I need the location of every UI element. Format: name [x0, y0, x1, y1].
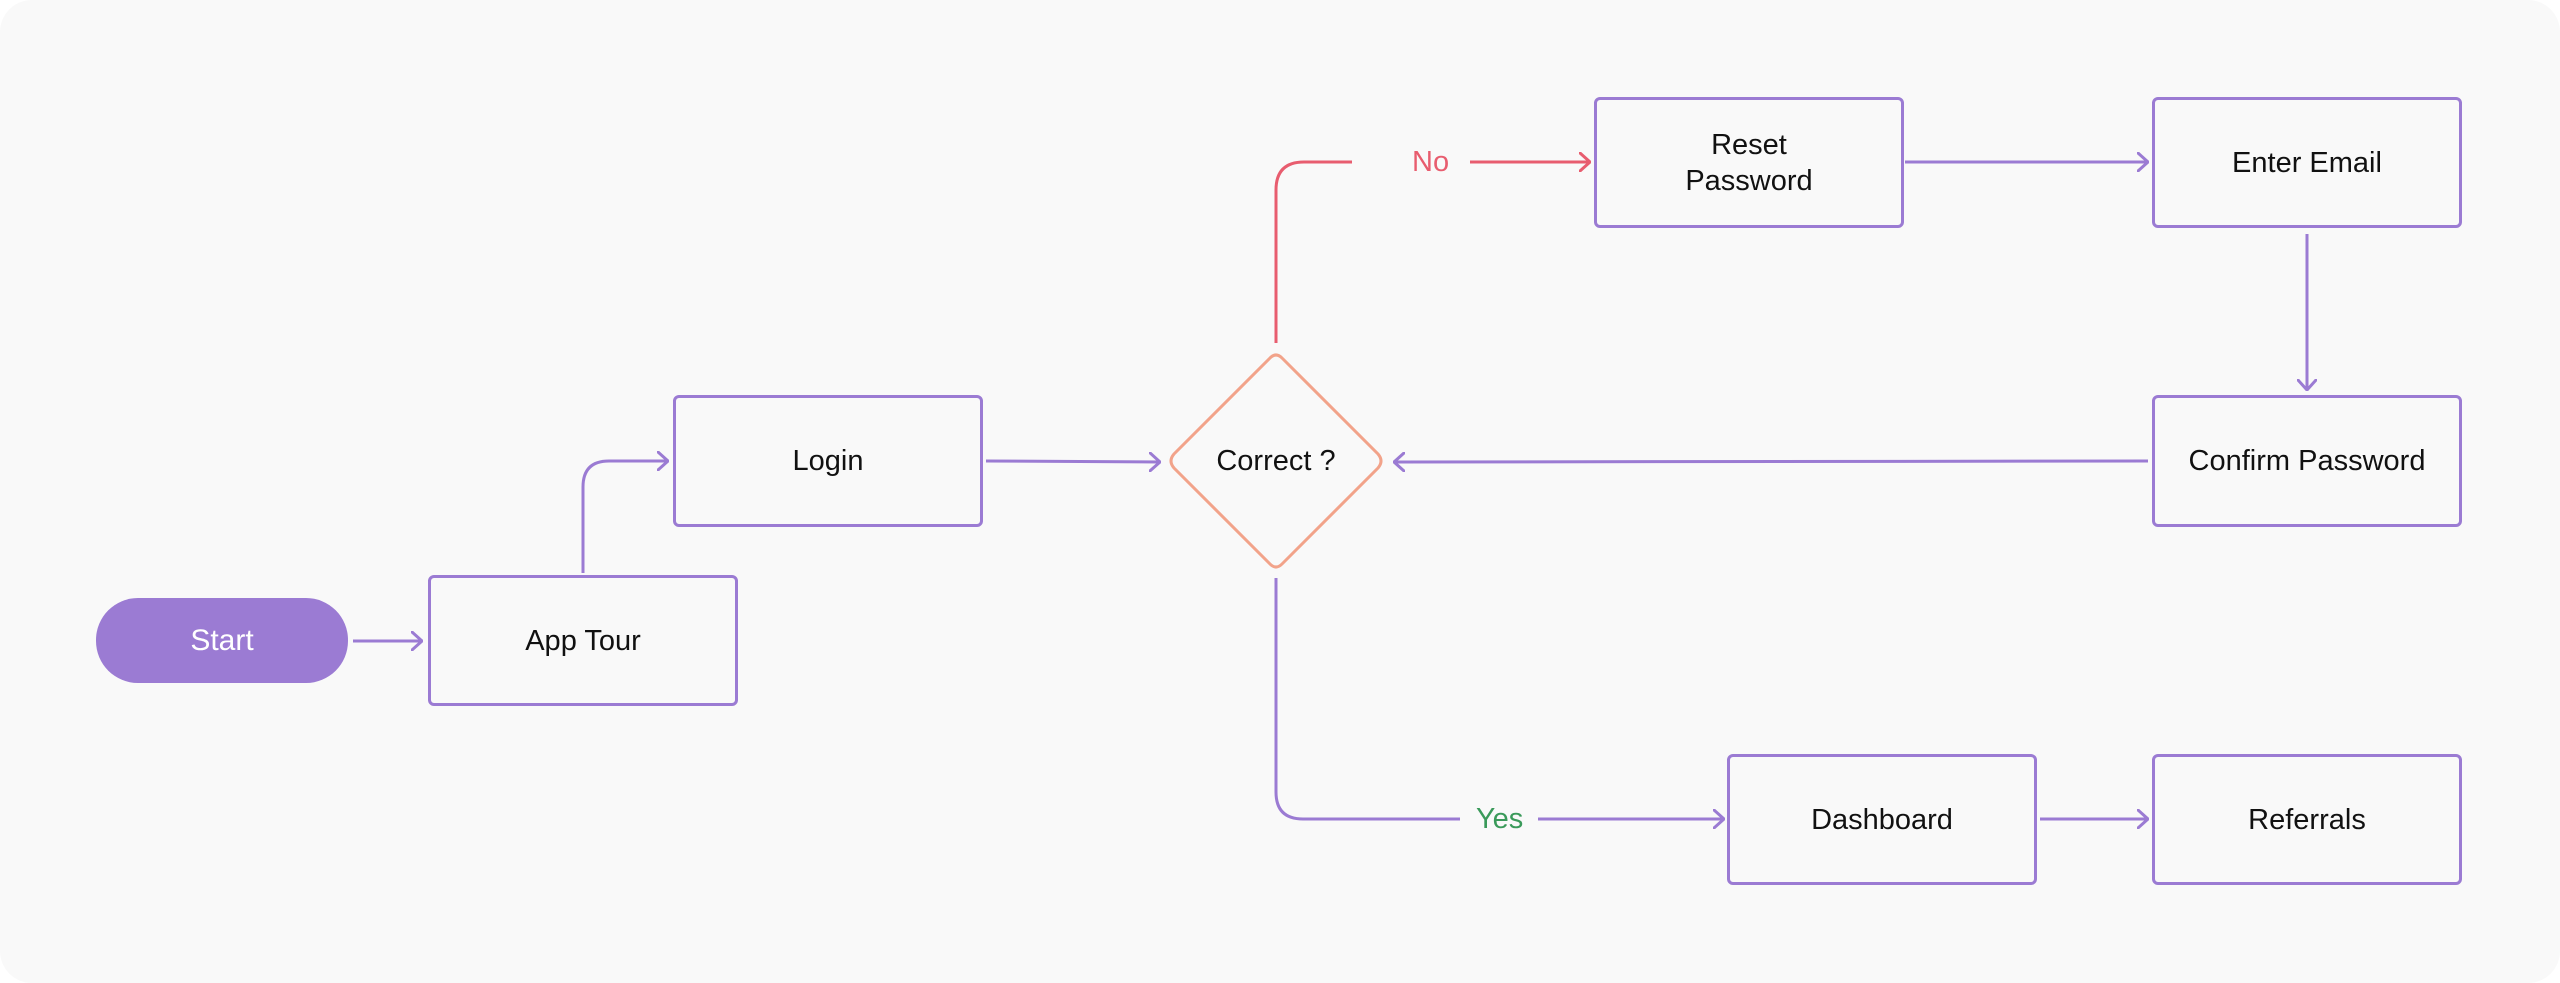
start-node[interactable]: Start	[96, 598, 348, 683]
edge-apptour-to-login	[581, 461, 668, 573]
decision-diamond-shape	[1169, 353, 1383, 569]
referrals-node[interactable]: Referrals	[2152, 754, 2462, 885]
edge-login-to-decision	[985, 461, 1160, 462]
reset-password-node[interactable]: Reset Password	[1594, 97, 1904, 228]
no-branch-label: No	[1406, 145, 1456, 179]
dashboard-node[interactable]: Dashboard	[1727, 754, 2037, 885]
yes-branch-label: Yes	[1470, 802, 1530, 836]
confirm-password-node[interactable]: Confirm Password	[2152, 395, 2462, 527]
enter-email-node[interactable]: Enter Email	[2152, 97, 2462, 228]
edge-decision-to-reset-no	[1274, 160, 1352, 343]
login-node[interactable]: Login	[673, 395, 983, 527]
decision-label[interactable]: Correct ?	[1216, 444, 1336, 477]
app-tour-node[interactable]: App Tour	[428, 575, 738, 706]
edge-decision-to-yes	[1274, 578, 1460, 821]
edge-confirm-to-decision	[1394, 461, 2149, 462]
